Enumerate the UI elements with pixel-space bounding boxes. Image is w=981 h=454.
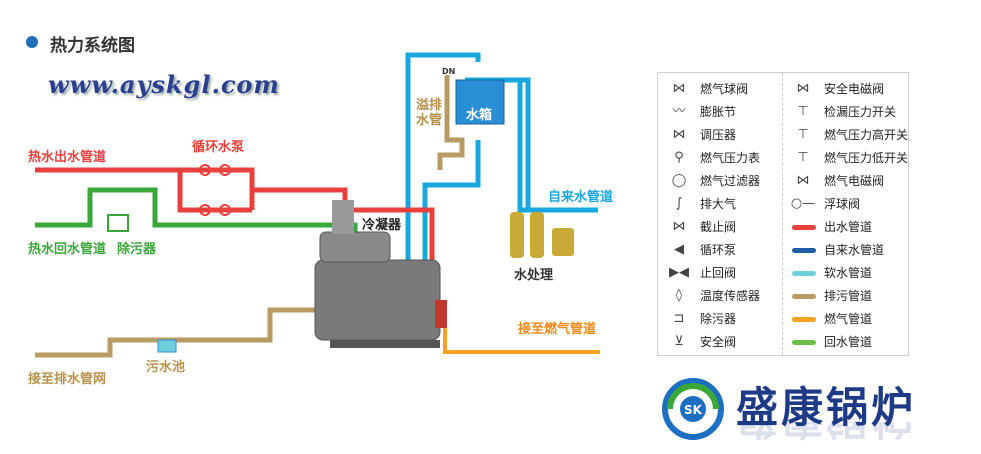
tap-water-pipes — [405, 52, 598, 265]
label-gas-pipe: 接至燃气管道 — [518, 322, 597, 337]
legend-label: 温度传感器 — [700, 289, 761, 303]
pipe-color-swatch — [792, 271, 816, 276]
label-overflow-pipe: 溢排水管 — [416, 98, 443, 128]
hot-water-return-pipes — [35, 187, 358, 265]
pipe-color-swatch — [792, 225, 816, 230]
legend-label: 燃气过滤器 — [700, 174, 761, 188]
brand-logo-text: SK — [684, 403, 703, 417]
legend-label: 浮球阀 — [824, 197, 861, 211]
pipe-color-swatch — [792, 294, 816, 299]
pipe-swatch — [788, 215, 818, 239]
pipe-swatch — [788, 238, 818, 262]
gas-filter-icon: ◯ — [671, 173, 687, 188]
label-tap-water-pipe: 自来水管道 — [548, 190, 614, 205]
website-watermark: www.ayskgl.com — [48, 70, 280, 99]
boiler-body — [314, 259, 441, 341]
legend-label: 回水管道 — [824, 335, 873, 349]
label-sewage-pool: 污水池 — [146, 360, 186, 375]
pipe-swatch — [788, 284, 818, 308]
chimney — [332, 200, 354, 234]
strainer-icon: ⊐ — [673, 311, 685, 326]
brand-name-reflection: 盛康锅炉 — [736, 422, 916, 452]
gas-pressure-gauge-icon: ⚲ — [674, 150, 684, 165]
label-water-treatment: 水处理 — [514, 268, 554, 283]
safety-valve-icon: ⊻ — [674, 334, 684, 349]
label-water-tank: 水箱 — [466, 108, 493, 123]
legend-label: 燃气球阀 — [700, 82, 749, 96]
softener-tank-2 — [530, 212, 544, 258]
circulation-pump-icon — [199, 164, 231, 216]
legend-label: 排污管道 — [824, 289, 873, 303]
legend-label: 软水管道 — [824, 266, 873, 280]
label-strainer: 除污器 — [117, 242, 157, 257]
label-circulation-pump: 循环水泵 — [192, 140, 245, 155]
page-title: 热力系统图 — [50, 36, 135, 56]
sewage-pool — [157, 339, 177, 353]
temperature-sensor-icon: ◊ — [675, 288, 683, 303]
label-drain-network: 接至排水管网 — [28, 372, 107, 387]
legend-label: 燃气压力低开关 — [824, 151, 909, 165]
legend-label: 膨胀节 — [700, 105, 737, 119]
vent-icon: ∫ — [675, 196, 683, 211]
check-valve-icon: ▶◀ — [669, 265, 689, 280]
legend-label: 燃气管道 — [824, 312, 873, 326]
label-condenser: 冷凝器 — [362, 218, 402, 233]
legend-label: 燃气压力表 — [700, 151, 761, 165]
legend-label: 出水管道 — [824, 220, 873, 234]
legend-label: 燃气电磁阀 — [824, 174, 885, 188]
gas-high-pressure-switch-icon: ⊤ — [797, 127, 809, 142]
title-bullet — [26, 36, 38, 48]
pipe-swatch — [788, 261, 818, 285]
pipe-color-swatch — [792, 317, 816, 322]
legend-label: 检漏压力开关 — [824, 105, 897, 119]
gas-low-pressure-switch-icon: ⊤ — [797, 150, 809, 165]
strainer-icon — [107, 214, 129, 232]
legend-label: 循环泵 — [700, 243, 737, 257]
leak-pressure-switch-icon: ⊤ — [797, 104, 809, 119]
label-dn: DN — [442, 67, 456, 76]
legend-label: 燃气压力高开关 — [824, 128, 909, 142]
float-valve-icon: ○— — [790, 196, 816, 211]
expansion-joint-icon: 〰 — [672, 104, 686, 119]
safety-solenoid-valve-icon: ⋈ — [796, 81, 810, 96]
legend-label: 安全阀 — [700, 335, 737, 349]
circulation-pump-icon: ◀ — [674, 242, 684, 257]
stop-valve-icon: ⋈ — [672, 219, 686, 234]
legend-divider — [782, 73, 783, 355]
pipe-color-swatch — [792, 340, 816, 345]
legend-label: 自来水管道 — [824, 243, 885, 257]
boiler-base — [330, 340, 440, 348]
pipe-swatch — [788, 307, 818, 331]
legend: ⋈ 燃气球阀〰膨胀节 ⋈ 调压器 ⚲ 燃气压力表 ◯ 燃气过滤器 ∫ 排大气 ⋈ 截止阀 ◀ 循环泵 ▶◀ 止… — [657, 72, 909, 356]
legend-label: 止回阀 — [700, 266, 737, 280]
water-tank — [455, 79, 505, 125]
label-hot-water-return: 热水回水管道 — [28, 242, 107, 257]
legend-label: 除污器 — [700, 312, 737, 326]
pressure-regulator-icon: ⋈ — [672, 127, 686, 142]
legend-label: 调压器 — [700, 128, 737, 142]
brand-logo-icon: SK — [662, 378, 724, 440]
legend-label: 安全电磁阀 — [824, 82, 885, 96]
legend-label: 排大气 — [700, 197, 737, 211]
gas-solenoid-valve-icon: ⋈ — [796, 173, 810, 188]
pipe-color-swatch — [792, 248, 816, 253]
softener-tank-1 — [510, 212, 524, 258]
condenser — [319, 231, 391, 263]
brand-block: SK 盛康锅炉 盛康锅炉 — [660, 368, 960, 454]
brine-tank — [552, 228, 574, 256]
burner — [435, 300, 447, 328]
legend-label: 截止阀 — [700, 220, 737, 234]
pipe-swatch — [788, 330, 818, 354]
gas-ball-valve-icon: ⋈ — [672, 81, 686, 96]
label-hot-water-outlet: 热水出水管道 — [28, 150, 107, 165]
brand-name: 盛康锅炉 — [736, 383, 917, 432]
